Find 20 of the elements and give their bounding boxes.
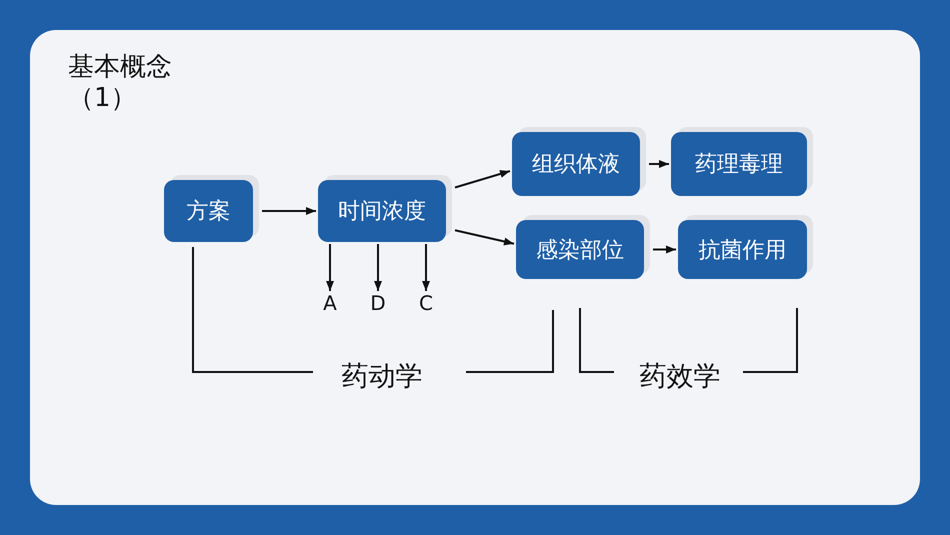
arrow [326, 244, 334, 291]
arrow [454, 229, 514, 246]
arrow [374, 244, 382, 291]
output-label: C [419, 293, 433, 313]
arrow [454, 170, 510, 188]
arrow [653, 246, 676, 254]
bracket-label: 药动学 [342, 362, 422, 392]
title: 基本概念（1） [68, 52, 173, 114]
output-label: D [370, 293, 386, 313]
process-box: 方案 [164, 180, 253, 242]
arrow [262, 207, 316, 215]
arrow [422, 244, 430, 291]
process-box: 抗菌作用 [678, 220, 807, 279]
bracket-label: 药效学 [640, 362, 720, 392]
process-box: 药理毒理 [671, 132, 807, 196]
arrow [649, 160, 669, 168]
output-label: A [323, 293, 337, 313]
process-box: 感染部位 [516, 220, 644, 279]
process-box: 时间浓度 [318, 180, 446, 242]
process-box: 组织体液 [512, 132, 640, 196]
